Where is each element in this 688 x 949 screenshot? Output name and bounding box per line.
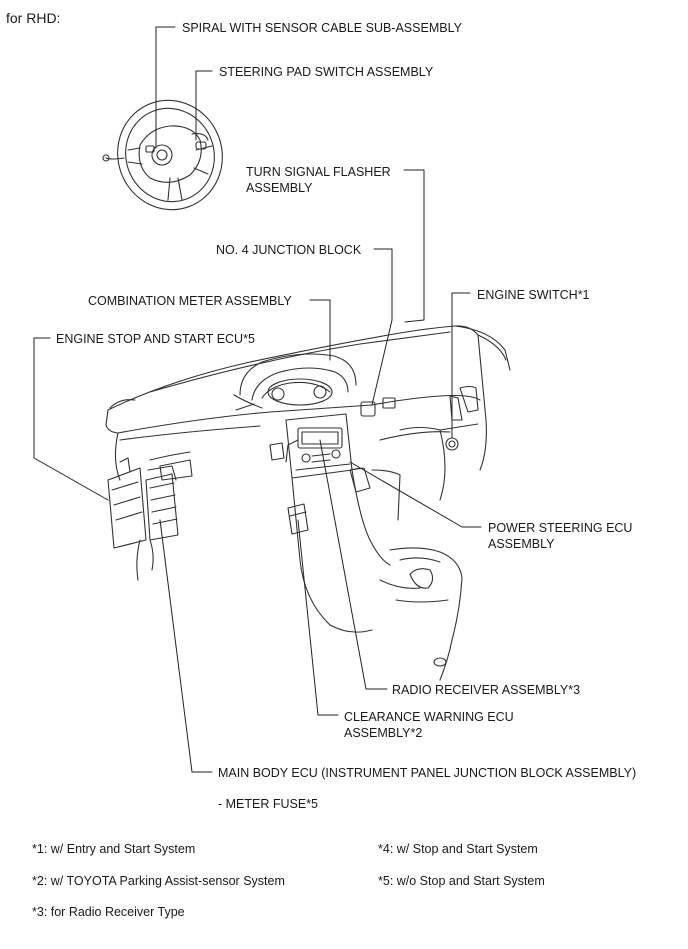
footnote-1: *1: w/ Entry and Start System — [32, 842, 196, 856]
label-combination-meter: COMBINATION METER ASSEMBLY — [88, 294, 292, 308]
page-heading: for RHD: — [6, 10, 61, 26]
label-engine-stop-start-ecu: ENGINE STOP AND START ECU*5 — [56, 332, 255, 346]
footnote-2: *2: w/ TOYOTA Parking Assist-sensor Syst… — [32, 874, 285, 888]
label-no4-junction-block: NO. 4 JUNCTION BLOCK — [216, 243, 362, 257]
label-turn-signal-flasher: TURN SIGNAL FLASHER ASSEMBLY — [246, 165, 391, 195]
label-engine-switch: ENGINE SWITCH*1 — [477, 288, 590, 302]
steering-wheel-illustration — [102, 99, 223, 211]
label-steering-pad-switch: STEERING PAD SWITCH ASSEMBLY — [219, 65, 434, 79]
label-meter-fuse: - METER FUSE*5 — [218, 797, 319, 811]
footnote-5: *5: w/o Stop and Start System — [378, 874, 545, 888]
label-power-steering-ecu: POWER STEERING ECU ASSEMBLY — [488, 521, 633, 551]
label-spiral-cable: SPIRAL WITH SENSOR CABLE SUB-ASSEMBLY — [182, 21, 462, 35]
label-clearance-warning-ecu: CLEARANCE WARNING ECU ASSEMBLY*2 — [344, 710, 514, 740]
footnote-4: *4: w/ Stop and Start System — [378, 842, 538, 856]
leader-lines — [33, 26, 482, 773]
label-main-body-ecu: MAIN BODY ECU (INSTRUMENT PANEL JUNCTION… — [218, 766, 637, 780]
label-radio-receiver: RADIO RECEIVER ASSEMBLY*3 — [392, 683, 581, 697]
footnote-3: *3: for Radio Receiver Type — [32, 905, 185, 919]
instrument-panel-illustration — [105, 325, 511, 681]
